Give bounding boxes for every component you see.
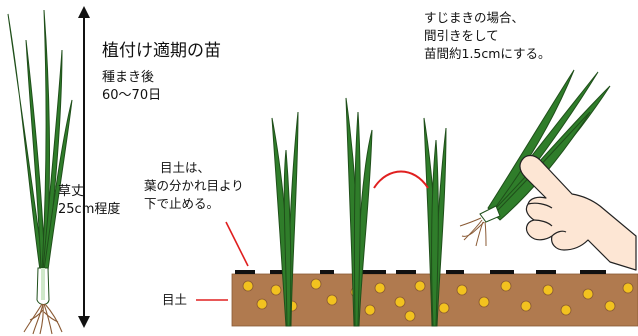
thinning-note-line3: 苗間約1.5cmにする。	[424, 46, 551, 61]
seedling-roots	[23, 303, 63, 335]
soil-cover-leader-line	[225, 221, 249, 267]
seedling-illustration	[7, 9, 73, 335]
height-note-line2: 25cm程度	[58, 202, 121, 217]
planted-seedling-left	[271, 111, 299, 327]
thinning-seedling	[487, 69, 611, 221]
thinning-seedling-roots	[459, 217, 487, 247]
soil-cover-note-line1: 目土は、	[160, 160, 211, 175]
seedling-leaves	[7, 9, 73, 271]
hand-icon	[519, 154, 637, 271]
soil-label: 目土	[162, 292, 188, 307]
spacing-arc	[373, 170, 429, 189]
thinning-seedling-stalk	[479, 205, 501, 223]
soil-cover-note-line3: 下で止める。	[144, 196, 220, 211]
height-arrow	[78, 6, 90, 328]
thinning-note-line1: すじまきの場合、	[424, 10, 525, 25]
seedling-stalk-shade	[41, 268, 45, 300]
thinning-note-line2: 間引きをして	[424, 28, 499, 43]
planted-seedling-right	[423, 117, 447, 327]
seedling-title: 植付け適期の苗	[102, 41, 221, 61]
planted-seedling-middle	[345, 97, 373, 327]
soil-cover-note-line2: 葉の分かれ目より	[144, 178, 244, 193]
height-note-line1: 草丈	[58, 184, 85, 199]
soil-surface-marks	[235, 270, 606, 274]
sowing-note-line1: 種まき後	[102, 70, 155, 85]
sowing-note-line2: 60〜70日	[102, 88, 162, 103]
